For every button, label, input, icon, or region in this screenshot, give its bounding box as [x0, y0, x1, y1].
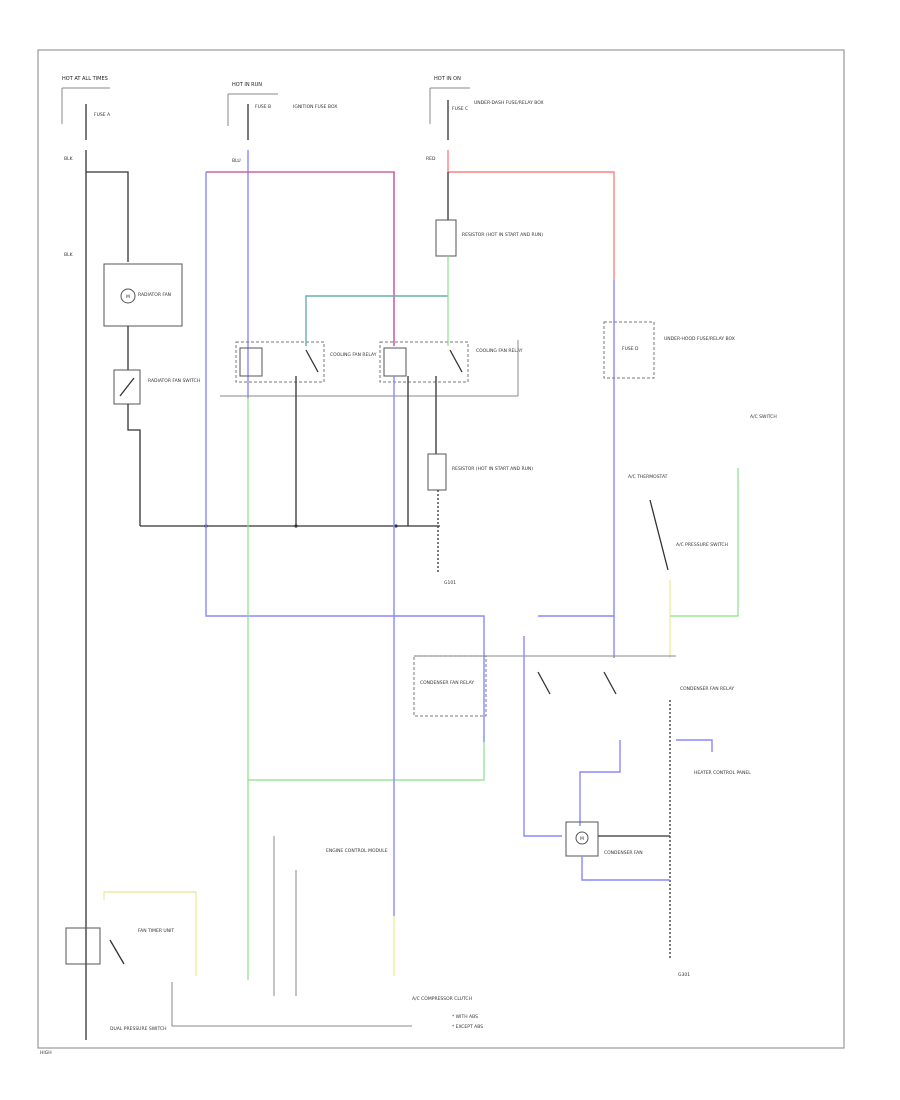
right-box-label: UNDER-HOOD FUSE/RELAY BOX: [664, 336, 735, 342]
relay-2-label: COOLING FAN RELAY: [476, 348, 523, 354]
fuse-d-label: FUSE D: [622, 346, 639, 352]
wire-blue-relay4-left: [523, 636, 562, 837]
wire-blue-condenser-bottom: [581, 856, 670, 881]
condenser-fan-label: CONDENSER FAN: [604, 850, 643, 856]
fan-timer-label: FAN TIMER UNIT: [138, 928, 174, 934]
resistor-2-label: RESISTOR (HOT IN START AND RUN): [452, 466, 533, 472]
label-fuse-box-a: IGNITION FUSE BOX: [293, 104, 337, 110]
resistor-1-label: RESISTOR (HOT IN START AND RUN): [462, 232, 543, 238]
label-fuse-c: FUSE C: [452, 106, 468, 112]
relay-2-dashed: [379, 341, 469, 383]
radiator-fan-label: RADIATOR FAN: [138, 292, 171, 298]
node-ground-bus-3: [394, 524, 398, 528]
dual-pressure-label: DUAL PRESSURE SWITCH: [110, 1026, 167, 1032]
fuse-bus-a: [61, 87, 110, 124]
wire-yellow-bottom: [103, 891, 197, 976]
resistor-1-box: [435, 219, 457, 257]
wire-blue-condenser-in: [579, 740, 621, 826]
wire-label-blu-1: BLU: [232, 158, 241, 164]
wire-label-blk-1: BLK: [64, 156, 74, 162]
diagram-frame: [37, 49, 845, 1049]
wire-green-ac-switch: [670, 468, 739, 617]
label-hot-in-on: HOT IN ON: [434, 76, 461, 82]
note-2: * EXCEPT ABS: [452, 1024, 483, 1030]
label-fuse-box-c: UNDER-DASH FUSE/RELAY BOX: [474, 100, 544, 106]
radiator-fan-motor: [120, 288, 136, 304]
wire-teal: [305, 295, 448, 346]
thermo-switch-contact: [119, 377, 135, 397]
relay-2-coil: [383, 347, 407, 377]
ground-1-label: G101: [444, 580, 456, 586]
thermo-switch-box: [113, 369, 141, 405]
bottom-gray-return: [171, 982, 412, 1027]
relay-2-contact: [449, 349, 463, 373]
ac-pressure-label: A/C PRESSURE SWITCH: [676, 542, 728, 548]
label-hot-at-all-times: HOT AT ALL TIMES: [62, 76, 108, 82]
relay-4-label: CONDENSER FAN RELAY: [680, 686, 734, 692]
label-fuse-a: FUSE A: [94, 112, 111, 118]
relay-4-contact-b: [603, 671, 617, 695]
heater-control-label: HEATER CONTROL PANEL: [694, 770, 751, 776]
ac-thermo-label: A/C THERMOSTAT: [628, 474, 668, 480]
fan-timer-contact: [109, 939, 125, 965]
relay-3-label: CONDENSER FAN RELAY: [420, 680, 474, 686]
condenser-fan-motor: [575, 831, 589, 845]
wire-red-fusec: [447, 150, 615, 280]
relay-3-dashed: [413, 655, 487, 717]
fan-timer-box: [65, 927, 101, 965]
resistor-2-box: [427, 453, 447, 491]
ecm-label: ENGINE CONTROL MODULE: [326, 848, 388, 854]
radiator-fan-motor-letter: M: [126, 294, 130, 300]
label-hot-in-run: HOT IN RUN: [232, 82, 262, 88]
wire-black-left-branch: [86, 171, 129, 262]
relay-4-contact-a: [537, 671, 551, 695]
relay-gray-bus: [220, 340, 519, 397]
wire-relay1-out-green: [247, 398, 485, 781]
wire-label-red: RED: [426, 156, 436, 162]
ac-switch-label: A/C SWITCH: [750, 414, 777, 420]
relay-1-coil: [239, 347, 263, 377]
right-fuse-dashed: [603, 321, 655, 379]
wire-magenta-top: [206, 171, 395, 346]
fuse-bus-c: [429, 87, 470, 124]
ac-thermo-switch: [649, 499, 669, 571]
fuse-bus-b: [227, 93, 278, 126]
note-1: * WITH ABS: [452, 1014, 478, 1020]
wire-blue-right-stub: [676, 739, 713, 752]
ac-clutch-label: A/C COMPRESSOR CLUTCH: [412, 996, 472, 1002]
relay-1-dashed: [235, 341, 325, 383]
wire-switch-down: [127, 404, 141, 526]
thermo-switch-label: RADIATOR FAN SWITCH: [148, 378, 200, 384]
wire-blue-left-long: [205, 172, 485, 742]
radiator-fan-box: [103, 263, 183, 327]
ground-2-label: G301: [678, 972, 690, 978]
label-fuse-b: FUSE B: [255, 104, 271, 110]
condenser-fan-motor-letter: M: [580, 836, 584, 842]
footer-code: HIGH: [40, 1050, 52, 1056]
relay-1-label: COOLING FAN RELAY: [330, 352, 377, 358]
wire-label-blk-2: BLK: [64, 252, 74, 258]
relay-1-contact: [305, 349, 319, 373]
